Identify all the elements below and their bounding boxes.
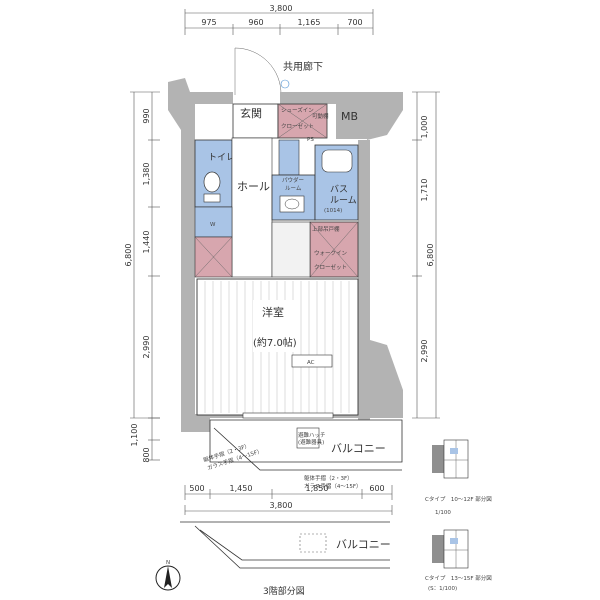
left-lower-dimension-1: 1,100 xyxy=(130,424,139,447)
bottom-dimension-3: 1,850 xyxy=(306,484,329,493)
balcony-label: バルコニー xyxy=(331,442,386,455)
top-dimension-1: 975 xyxy=(201,18,216,27)
left-lower-dimension-2: 800 xyxy=(142,447,151,462)
type-c-2-label: Cタイプ 13～15F 部分図 xyxy=(425,574,492,582)
right-dimension-3: 2,990 xyxy=(420,340,429,363)
powder-room-label-2: ルーム xyxy=(285,185,302,192)
left-dimension-3: 1,440 xyxy=(142,231,151,254)
bathtub xyxy=(321,149,353,173)
left-dimension-1: 990 xyxy=(142,108,151,123)
top-dimension-2: 960 xyxy=(248,18,263,27)
right-dimensions: 1,000 1,710 2,990 6,800 xyxy=(412,91,440,419)
room-label-backdrop xyxy=(253,300,297,352)
ceiling-storage-label: 上部吊戸棚 xyxy=(312,225,340,233)
walk-in-label-2: クローゼット xyxy=(314,263,347,271)
hall-storage xyxy=(271,221,311,278)
type-c-1-scale: 1/100 xyxy=(435,510,451,516)
left-dimensions: 6,800 990 1,380 1,440 2,990 1,100 800 xyxy=(124,91,160,463)
toilet-tank xyxy=(203,193,221,203)
right-top-wall xyxy=(367,92,403,140)
rail-label-4: ガラス手摺（4～15F） xyxy=(304,482,362,490)
evac-hatch-label-1: 避難ハッチ xyxy=(298,431,326,439)
right-total-dimension: 6,800 xyxy=(426,244,435,267)
entrance-label: 玄関 xyxy=(240,106,262,120)
toilet-label: トイレ xyxy=(208,153,235,163)
bottom-dimension-1: 500 xyxy=(189,484,204,493)
corridor-marker xyxy=(280,79,290,89)
ac-label: AC xyxy=(307,360,315,366)
balcony-window xyxy=(242,412,334,419)
right-dimension-1: 1,000 xyxy=(420,116,429,139)
rail-label-3: 躯体手摺（2・3F） xyxy=(304,474,353,482)
north-arrow: N xyxy=(155,560,181,591)
toilet-bowl xyxy=(203,171,221,193)
corridor-label: 共用廊下 xyxy=(283,60,323,73)
shoes-closet-label-2: クローゼット xyxy=(281,122,314,130)
hall-label: ホール xyxy=(237,180,270,193)
top-total-dimension: 3,800 xyxy=(270,4,293,13)
air-conditioner xyxy=(291,354,333,368)
type-c-detail-2: Cタイプ 13～15F 部分図 (S：1/100) xyxy=(425,529,492,592)
evac-hatch-label-2: (避難器具) xyxy=(298,438,324,446)
linen-storage xyxy=(278,139,300,176)
hall xyxy=(231,137,273,278)
washbasin xyxy=(279,195,305,213)
western-room-size: (約7.0帖) xyxy=(253,336,297,349)
right-dimension-2: 1,710 xyxy=(420,179,429,202)
shoes-closet-label-1: シューズイン xyxy=(281,106,314,114)
bottom-total-dimension: 3,800 xyxy=(270,501,293,510)
powder-room-label-1: パウダー xyxy=(282,176,304,184)
evacuation-hatch xyxy=(296,427,320,449)
bath-label-2: ルーム xyxy=(330,195,357,206)
third-floor-partial: バルコニー 3階部分図 xyxy=(180,521,391,597)
washer-label: W xyxy=(210,222,216,228)
top-dimension-4: 700 xyxy=(347,18,362,27)
laundry-space xyxy=(194,206,233,238)
type-c-1-label: Cタイプ 10～12F 部分図 xyxy=(425,495,492,503)
ps-label: PS xyxy=(307,137,314,143)
walk-in-label-1: ウォークイン xyxy=(314,249,348,257)
bath-size-label: (1014) xyxy=(324,208,342,214)
third-floor-label: 3階部分図 xyxy=(263,585,305,597)
outer-walls xyxy=(168,78,403,432)
balcony-lower-label: バルコニー xyxy=(336,538,391,551)
left-total-dimension: 6,800 xyxy=(124,244,133,267)
mb-label: MB xyxy=(341,110,358,123)
shelf-label: 可動棚 xyxy=(312,112,329,120)
western-room-label: 洋室 xyxy=(262,305,284,319)
mb-wall xyxy=(336,92,367,139)
type-c-2-scale: (S：1/100) xyxy=(428,586,457,592)
right-bottom-wall xyxy=(370,340,403,418)
top-wall xyxy=(280,92,336,104)
type-c-detail-1: Cタイプ 10～12F 部分図 1/100 xyxy=(425,439,492,516)
top-dimensions: 3,800 975 960 1,165 700 xyxy=(184,4,374,35)
balcony-rail xyxy=(213,427,402,471)
right-wall xyxy=(358,140,370,420)
north-arrow-icon xyxy=(164,566,172,588)
top-dimension-3: 1,165 xyxy=(298,18,321,27)
left-dimension-4: 2,990 xyxy=(142,336,151,359)
left-wall xyxy=(168,78,233,432)
north-label: N xyxy=(166,560,170,566)
bottom-dimension-4: 600 xyxy=(369,484,384,493)
left-dimension-2: 1,380 xyxy=(142,163,151,186)
bottom-dimensions: 500 1,450 1,850 600 3,800 xyxy=(184,484,393,515)
bath-label-1: バス xyxy=(330,184,348,195)
entrance-door-swing xyxy=(234,47,282,96)
bottom-dimension-2: 1,450 xyxy=(230,484,253,493)
